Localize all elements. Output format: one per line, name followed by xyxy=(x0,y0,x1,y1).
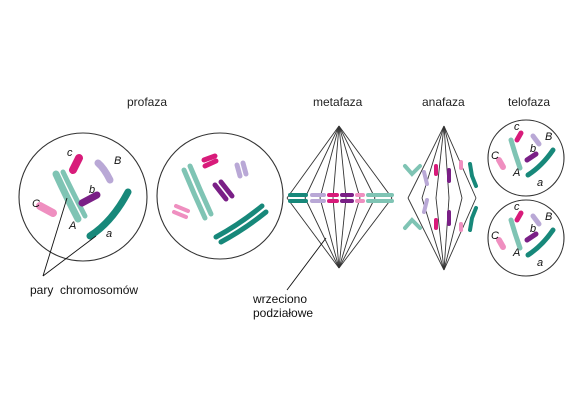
chromosome-C-pair xyxy=(174,204,190,213)
chromosome-B xyxy=(530,213,542,227)
chromosome-b-pair xyxy=(218,179,235,199)
letter-c: c xyxy=(514,201,520,213)
anafaza-spindle xyxy=(403,125,478,271)
phase-label-metafaza: metafaza xyxy=(313,95,363,109)
chromosome-c-pair xyxy=(202,158,219,169)
chromosome-C xyxy=(496,157,506,170)
telofaza-cell-upper: c B b C A a xyxy=(487,119,565,197)
chromosome-B xyxy=(422,170,429,186)
chromosome-a xyxy=(213,203,265,240)
letter-A: A xyxy=(68,220,76,232)
letter-c: c xyxy=(67,147,73,159)
leader-line-2 xyxy=(42,235,97,277)
letter-C: C xyxy=(32,198,40,210)
letter-b: b xyxy=(530,143,536,155)
letter-B: B xyxy=(545,211,552,223)
letter-C: C xyxy=(491,230,499,242)
leader-line-1 xyxy=(42,197,68,277)
chromosome-B-pair xyxy=(240,160,249,177)
chromosome-A-pair xyxy=(187,163,214,217)
profaza-cell-1: c B b C A a xyxy=(18,132,148,262)
chromosome-c xyxy=(69,154,83,174)
chromosome-a-pair xyxy=(218,209,269,245)
letter-B: B xyxy=(545,131,552,143)
letter-a: a xyxy=(106,228,112,240)
chromosome-B xyxy=(234,162,243,179)
chromosome-a xyxy=(468,162,478,188)
chromosome-A xyxy=(508,217,523,251)
chromosome-b xyxy=(212,182,229,202)
spindle-fibers xyxy=(407,125,477,271)
chromosome-b xyxy=(78,191,101,207)
letter-b: b xyxy=(89,184,95,196)
lower-chromosome-set xyxy=(403,198,478,232)
upper-chromosome-set xyxy=(403,160,478,188)
letter-c: c xyxy=(514,121,520,133)
chromosome-A xyxy=(181,167,208,221)
chromosome-A xyxy=(403,164,422,177)
chromosome-A xyxy=(52,170,82,223)
phase-label-telofaza: telofaza xyxy=(508,95,550,109)
spindle-fibers xyxy=(286,125,393,269)
letter-C: C xyxy=(491,150,499,162)
chromosome-A xyxy=(403,217,422,230)
telofaza-cell-lower: c B b C A a xyxy=(487,199,565,277)
chromosome-A xyxy=(508,137,523,171)
chromosome-b xyxy=(524,231,539,243)
chromosome-A-pair xyxy=(60,169,88,219)
chromosome-a xyxy=(86,188,132,240)
metafaza-spindle xyxy=(286,125,394,269)
chromosome-C xyxy=(496,237,506,250)
chromosome-a xyxy=(525,227,556,258)
label-chromosome-pairs: pary chromosomów xyxy=(30,283,138,297)
phase-label-anafaza: anafaza xyxy=(422,95,465,109)
chromosome-a xyxy=(525,147,556,178)
chromosome-C xyxy=(172,210,188,219)
chromosome-b xyxy=(524,151,539,163)
leader-line-spindle xyxy=(286,237,327,291)
letter-A: A xyxy=(512,247,520,259)
cell-membrane xyxy=(18,132,148,262)
chromosome-a xyxy=(468,206,478,232)
chromosome-c xyxy=(514,210,524,223)
profaza-cell-2 xyxy=(156,132,284,260)
chromosome-B xyxy=(530,133,542,147)
letter-B: B xyxy=(114,155,121,167)
chromosome-B xyxy=(422,198,429,214)
chromosome-c xyxy=(514,130,524,143)
letter-a: a xyxy=(537,257,543,269)
phase-label-profaza: profaza xyxy=(127,95,167,109)
letter-A: A xyxy=(512,167,520,179)
chromosome-C xyxy=(36,202,57,217)
chromosome-B xyxy=(94,159,114,184)
label-spindle-line1: wrzeciono xyxy=(252,292,307,306)
letter-b: b xyxy=(530,223,536,235)
label-spindle-line2: podziałowe xyxy=(253,306,313,320)
chromosome-c xyxy=(201,153,218,163)
letter-a: a xyxy=(537,177,543,189)
equator-chromosomes xyxy=(288,193,394,203)
